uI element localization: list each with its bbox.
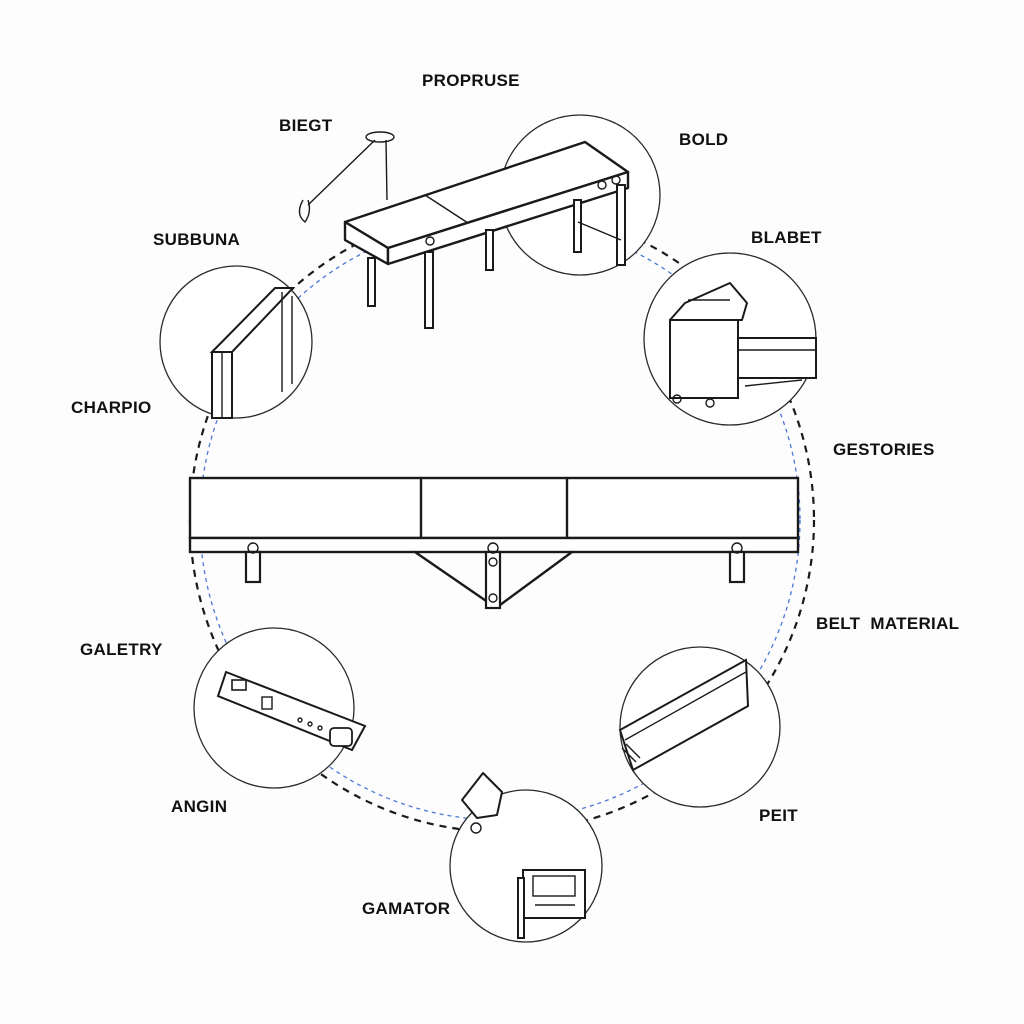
label-belt-material: BELT MATERIAL — [816, 614, 960, 633]
lamp-arm-drawing — [298, 131, 395, 224]
label-blabet: BLABET — [751, 228, 822, 247]
detail-disc-cabinet-machine — [643, 252, 817, 426]
detail-disc-upright-panel — [159, 265, 313, 419]
label-biegt: BIEGT — [279, 116, 333, 135]
label-charpio: CHARPIO — [71, 398, 152, 417]
table-conveyor-drawing — [343, 140, 630, 329]
detail-disc-control-panel — [193, 627, 367, 789]
blue-guide-ring — [199, 219, 801, 821]
belt-support-center — [484, 542, 502, 610]
label-gamator: GAMATOR — [362, 899, 451, 918]
belt-support-right — [728, 542, 746, 584]
detail-disc-belt-edge — [618, 646, 781, 808]
main-conveyor-belt — [188, 476, 800, 610]
label-galetry: GALETRY — [80, 640, 163, 659]
label-bold: BOLD — [679, 130, 729, 149]
detail-disc-motor-unit — [449, 772, 603, 943]
label-propruse: PROPRUSE — [422, 71, 520, 90]
label-angin: ANGIN — [171, 797, 228, 816]
label-gestories: GESTORIES — [833, 440, 935, 459]
label-subbuna: SUBBUNA — [153, 230, 241, 249]
belt-support-left — [244, 542, 262, 584]
label-peit: PEIT — [759, 806, 798, 825]
